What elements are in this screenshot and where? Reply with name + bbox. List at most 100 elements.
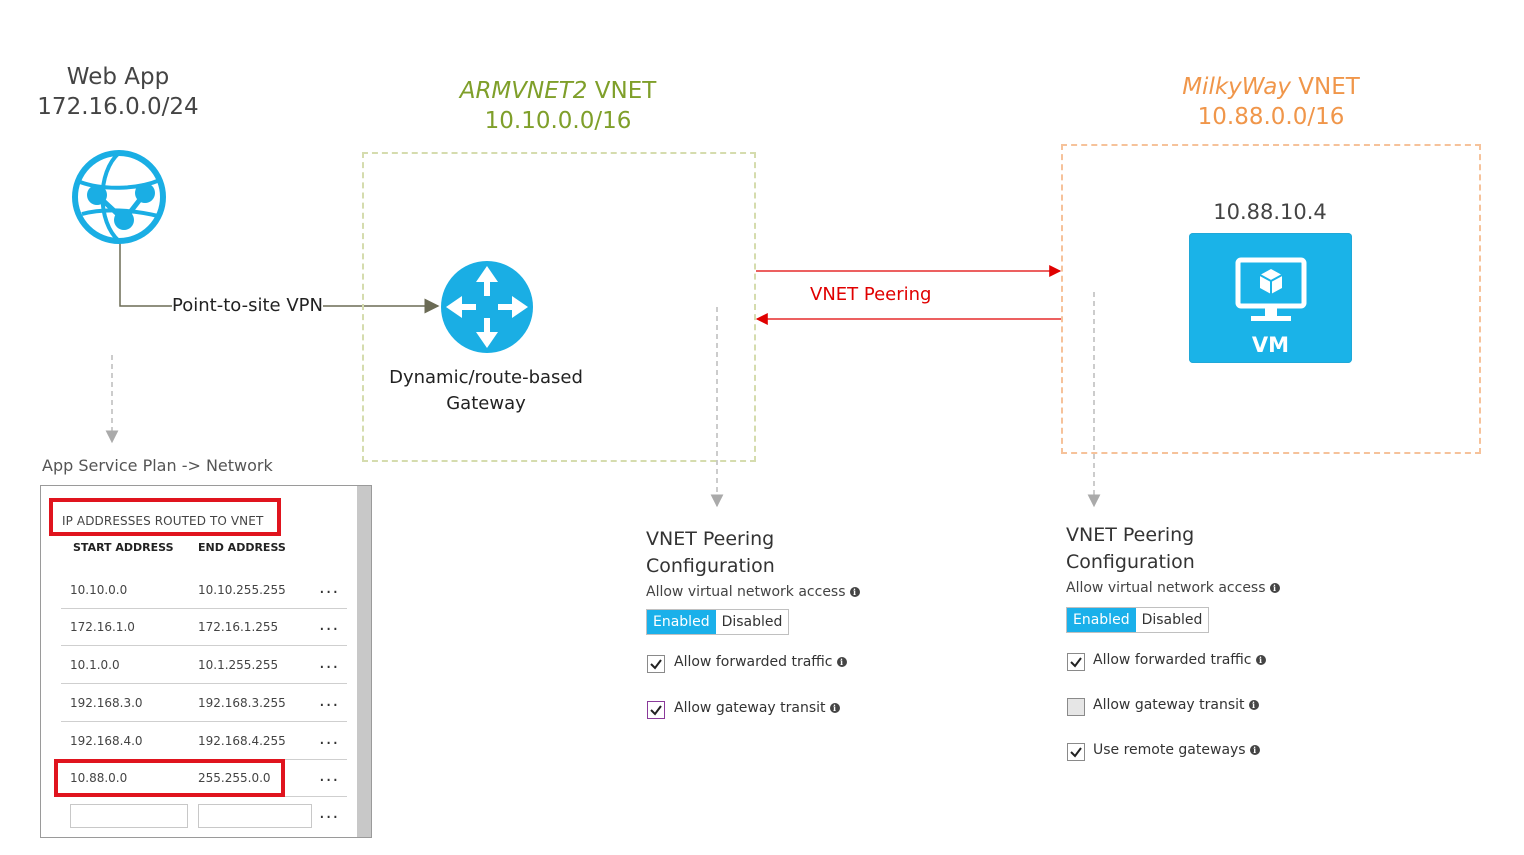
info-icon[interactable]: i — [829, 703, 840, 713]
route-end: 192.168.4.255 — [198, 734, 286, 748]
toggle-disabled[interactable]: Disabled — [715, 610, 789, 634]
section-title-highlight — [49, 498, 281, 536]
info-icon[interactable]: i — [836, 657, 847, 667]
route-row: 172.16.1.0 172.16.1.255 ... — [61, 608, 347, 646]
access-label: Allow virtual network access — [646, 584, 846, 600]
info-icon[interactable]: i — [1248, 700, 1259, 710]
armvnet-cidr: 10.10.0.0/16 — [484, 108, 632, 134]
armvnet-heading: ARMVNET2 VNET 10.10.0.0/16 — [380, 76, 736, 136]
info-icon[interactable]: i — [849, 587, 860, 597]
remote-gateways-checkbox[interactable] — [1067, 743, 1085, 761]
end-address-header: END ADDRESS — [198, 541, 286, 554]
remote-gateways-label: Use remote gateways — [1093, 742, 1246, 758]
vm-tile[interactable]: VM — [1189, 233, 1352, 363]
armvnet-suffix: VNET — [587, 78, 657, 104]
row-more-button[interactable]: ... — [319, 614, 340, 635]
milkyway-heading: MilkyWay VNET 10.88.0.0/16 — [1080, 72, 1462, 132]
peering-config-right: VNET Peering Configuration Allow virtual… — [1066, 522, 1386, 772]
route-row: 10.10.0.0 10.10.255.255 ... — [61, 571, 347, 609]
gateway-label-line2: Gateway — [446, 393, 526, 414]
vm-label: VM — [1251, 333, 1290, 357]
app-service-plan-caption: App Service Plan -> Network — [42, 456, 273, 475]
new-start-address-input[interactable] — [70, 804, 188, 828]
row-more-button[interactable]: ... — [319, 802, 340, 823]
web-app-heading: Web App 172.16.0.0/24 — [20, 62, 216, 122]
ip-routes-section-title: IP ADDRESSES ROUTED TO VNET — [62, 514, 264, 528]
row-more-button[interactable]: ... — [319, 765, 340, 786]
access-toggle: Enabled Disabled — [646, 609, 790, 635]
access-toggle: Enabled Disabled — [1066, 607, 1210, 633]
route-end: 172.16.1.255 — [198, 620, 279, 634]
gateway-transit-checkbox[interactable] — [647, 701, 665, 719]
route-start: 10.10.0.0 — [70, 583, 128, 597]
panel-scrollbar[interactable] — [357, 486, 371, 837]
info-icon[interactable]: i — [1269, 583, 1280, 593]
gateway-label: Dynamic/route-based Gateway — [370, 365, 602, 417]
vnet-peering-label: VNET Peering — [810, 284, 932, 305]
checkmark-icon — [650, 659, 662, 670]
vm-ip-label: 10.88.10.4 — [1213, 200, 1327, 224]
route-end: 10.1.255.255 — [198, 658, 279, 672]
route-start: 10.88.0.0 — [70, 771, 128, 785]
route-end: 192.168.3.255 — [198, 696, 286, 710]
route-end: 10.10.255.255 — [198, 583, 286, 597]
vm-monitor-icon — [1235, 257, 1307, 321]
peering-config-subtitle: Configuration — [646, 555, 775, 577]
route-start: 192.168.4.0 — [70, 734, 143, 748]
milkyway-cidr: 10.88.0.0/16 — [1197, 104, 1345, 130]
gateway-router-icon — [441, 261, 533, 353]
gateway-transit-checkbox[interactable] — [1067, 698, 1085, 716]
toggle-enabled[interactable]: Enabled — [1067, 608, 1136, 632]
peering-config-left: VNET Peering Configuration Allow virtual… — [646, 526, 946, 726]
milkyway-route-highlight — [54, 759, 285, 797]
web-app-globe-icon — [72, 150, 166, 244]
p2s-vpn-label: Point-to-site VPN — [172, 295, 323, 316]
route-row: 192.168.4.0 192.168.4.255 ... — [61, 722, 347, 760]
row-more-button[interactable]: ... — [319, 690, 340, 711]
milkyway-boundary — [1061, 144, 1481, 454]
new-end-address-input[interactable] — [198, 804, 312, 828]
route-start: 172.16.1.0 — [70, 620, 135, 634]
forwarded-traffic-label: Allow forwarded traffic — [674, 654, 833, 670]
peering-config-subtitle: Configuration — [1066, 551, 1195, 573]
forwarded-traffic-checkbox[interactable] — [647, 655, 665, 673]
milkyway-name: MilkyWay — [1182, 74, 1291, 100]
web-app-title: Web App — [66, 64, 170, 90]
peering-config-title: VNET Peering — [646, 528, 775, 550]
route-row: 192.168.3.0 192.168.3.255 ... — [61, 684, 347, 722]
checkmark-icon — [650, 705, 662, 716]
p2s-vpn-line — [119, 240, 440, 314]
gateway-transit-label: Allow gateway transit — [1093, 697, 1245, 713]
armvnet-name: ARMVNET2 — [459, 78, 588, 104]
route-end: 255.255.0.0 — [198, 771, 271, 785]
row-more-button[interactable]: ... — [319, 652, 340, 673]
route-row: 10.1.0.0 10.1.255.255 ... — [61, 646, 347, 684]
checkmark-icon — [1070, 657, 1082, 668]
forwarded-traffic-label: Allow forwarded traffic — [1093, 652, 1252, 668]
info-icon[interactable]: i — [1249, 745, 1260, 755]
route-start: 192.168.3.0 — [70, 696, 143, 710]
row-more-button[interactable]: ... — [319, 728, 340, 749]
info-icon[interactable]: i — [1255, 655, 1266, 665]
gateway-label-line1: Dynamic/route-based — [389, 367, 583, 388]
toggle-disabled[interactable]: Disabled — [1135, 608, 1209, 632]
row-more-button[interactable]: ... — [319, 577, 340, 598]
armvnet-boundary — [362, 152, 756, 462]
route-start: 10.1.0.0 — [70, 658, 120, 672]
start-address-header: START ADDRESS — [73, 541, 174, 554]
peering-config-title: VNET Peering — [1066, 524, 1195, 546]
access-label: Allow virtual network access — [1066, 580, 1266, 596]
gateway-transit-label: Allow gateway transit — [674, 700, 826, 716]
checkmark-icon — [1070, 747, 1082, 758]
app-service-plan-panel: IP ADDRESSES ROUTED TO VNET START ADDRES… — [40, 485, 372, 838]
forwarded-traffic-checkbox[interactable] — [1067, 653, 1085, 671]
toggle-enabled[interactable]: Enabled — [647, 610, 716, 634]
